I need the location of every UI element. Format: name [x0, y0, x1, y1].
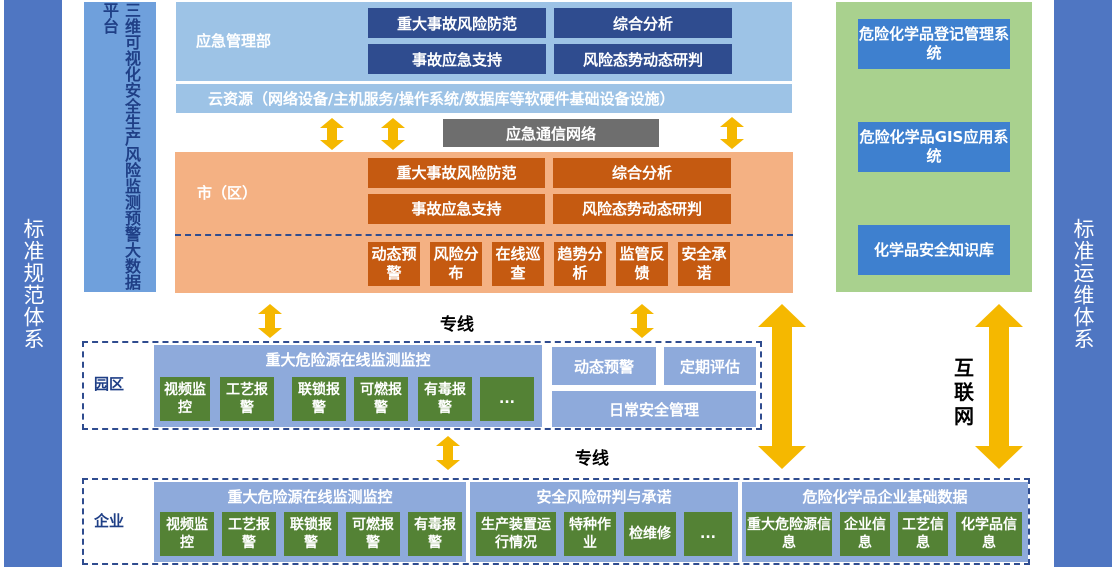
chemical-systems-panel: 危险化学品登记管理系统 危险化学品GIS应用系统 化学品安全知识库 [836, 2, 1032, 292]
city-divider [175, 234, 793, 236]
city-btn-situation: 风险态势动态研判 [553, 194, 731, 224]
double-arrow-icon [320, 118, 344, 150]
park-item-process-alarm: 工艺报警 [220, 377, 274, 421]
network-label: 应急通信网络 [505, 124, 596, 143]
city-panel: 市（区） 重大事故风险防范 综合分析 事故应急支持 风险态势动态研判 动态预警 … [175, 152, 793, 293]
emergency-dept-label: 应急管理部 [196, 32, 272, 50]
dedicated-line-label-1: 专线 [440, 315, 474, 335]
city-label: 市（区） [197, 184, 258, 202]
standards-column: 标准规范体系 [4, 0, 62, 567]
city-item-trend-analysis: 趋势分析 [554, 242, 606, 286]
internet-label: 互联网 [954, 356, 974, 428]
cloud-bar: 云资源（网络设备/主机服务/操作系统/数据库等软硬件基础设备设施） [176, 84, 792, 113]
operations-column: 标准运维体系 [1054, 0, 1112, 567]
park-item-combustible-alarm: 可燃报警 [354, 377, 408, 421]
enterprise-group-risk-title: 安全风险研判与承诺 [536, 488, 672, 506]
park-item-more: ... [480, 377, 534, 421]
park-periodic-eval: 定期评估 [664, 347, 756, 385]
double-arrow-icon [436, 436, 460, 470]
double-arrow-icon [720, 117, 744, 149]
emergency-dept-panel: 应急管理部 重大事故风险防范 综合分析 事故应急支持 风险态势动态研判 [176, 2, 792, 81]
network-bar: 应急通信网络 [443, 119, 659, 147]
city-btn-risk-prevention: 重大事故风险防范 [368, 158, 545, 188]
ent-item-company-info: 企业信息 [840, 512, 890, 556]
enterprise-label: 企业 [94, 512, 125, 530]
city-item-online-patrol: 在线巡查 [492, 242, 544, 286]
ent-item-special-work: 特种作业 [564, 512, 616, 556]
double-arrow-icon [975, 304, 1023, 469]
emergency-btn-situation: 风险态势动态研判 [554, 44, 732, 74]
park-monitor-group: 重大危险源在线监测监控 视频监控 工艺报警 联锁报警 可燃报警 有毒报警 ... [154, 345, 542, 427]
city-btn-analysis: 综合分析 [553, 158, 731, 188]
city-item-feedback: 监管反馈 [616, 242, 668, 286]
chem-knowledge-base: 化学品安全知识库 [858, 225, 1010, 275]
park-item-interlock-alarm: 联锁报警 [292, 377, 346, 421]
ent-item-video: 视频监控 [160, 512, 214, 556]
emergency-btn-analysis: 综合分析 [554, 8, 732, 38]
park-item-toxic-alarm: 有毒报警 [418, 377, 472, 421]
standards-column-label: 标准规范体系 [21, 217, 45, 350]
chem-gis-system: 危险化学品GIS应用系统 [858, 122, 1010, 172]
emergency-btn-support: 事故应急支持 [368, 44, 546, 74]
city-item-dynamic-warning: 动态预警 [368, 242, 420, 286]
enterprise-group-monitor-title: 重大危险源在线监测监控 [227, 488, 393, 506]
double-arrow-icon [630, 304, 654, 338]
city-item-safety-commitment: 安全承诺 [678, 242, 730, 286]
dedicated-line-label-2: 专线 [575, 449, 609, 469]
enterprise-group-monitor: 重大危险源在线监测监控 视频监控 工艺报警 联锁报警 可燃报警 有毒报警 [154, 482, 466, 562]
chem-registration-system: 危险化学品登记管理系统 [858, 19, 1010, 69]
double-arrow-icon [381, 118, 405, 150]
park-daily-safety: 日常安全管理 [552, 391, 756, 427]
platform-label: 三维可视化安全生产风险监测预警大数据平台 [100, 2, 141, 290]
city-item-risk-distribution: 风险分布 [430, 242, 482, 286]
cloud-label: 云资源（网络设备/主机服务/操作系统/数据库等软硬件基础设备设施） [208, 90, 675, 108]
ent-item-production-status: 生产装置运行情况 [476, 512, 556, 556]
ent-item-process-info: 工艺信息 [898, 512, 948, 556]
ent-item-combustible-alarm: 可燃报警 [346, 512, 400, 556]
enterprise-group-basic-data-title: 危险化学品企业基础数据 [802, 488, 968, 506]
ent-item-toxic-alarm: 有毒报警 [408, 512, 462, 556]
enterprise-group-basic-data: 危险化学品企业基础数据 重大危险源信息 企业信息 工艺信息 化学品信息 [742, 482, 1028, 562]
ent-item-more: ... [684, 512, 732, 556]
park-panel: 园区 重大危险源在线监测监控 视频监控 工艺报警 联锁报警 可燃报警 有毒报警 … [82, 341, 762, 430]
ent-item-chemical-info: 化学品信息 [956, 512, 1022, 556]
double-arrow-icon [758, 304, 806, 469]
park-monitor-title: 重大危险源在线监测监控 [265, 351, 431, 369]
enterprise-panel: 企业 重大危险源在线监测监控 视频监控 工艺报警 联锁报警 可燃报警 有毒报警 … [82, 478, 1030, 565]
platform-panel: 三维可视化安全生产风险监测预警大数据平台 [84, 2, 156, 292]
emergency-btn-risk-prevention: 重大事故风险防范 [368, 8, 546, 38]
ent-item-process-alarm: 工艺报警 [222, 512, 276, 556]
park-label: 园区 [94, 375, 125, 393]
park-item-video: 视频监控 [160, 377, 210, 421]
city-btn-support: 事故应急支持 [368, 194, 545, 224]
operations-column-label: 标准运维体系 [1071, 217, 1095, 350]
ent-item-hazard-info: 重大危险源信息 [746, 512, 832, 556]
ent-item-interlock-alarm: 联锁报警 [284, 512, 338, 556]
ent-item-maintenance: 检维修 [624, 512, 676, 556]
park-dynamic-warning: 动态预警 [552, 347, 656, 385]
enterprise-group-risk: 安全风险研判与承诺 生产装置运行情况 特种作业 检维修 ... [470, 482, 738, 562]
double-arrow-icon [258, 304, 282, 338]
